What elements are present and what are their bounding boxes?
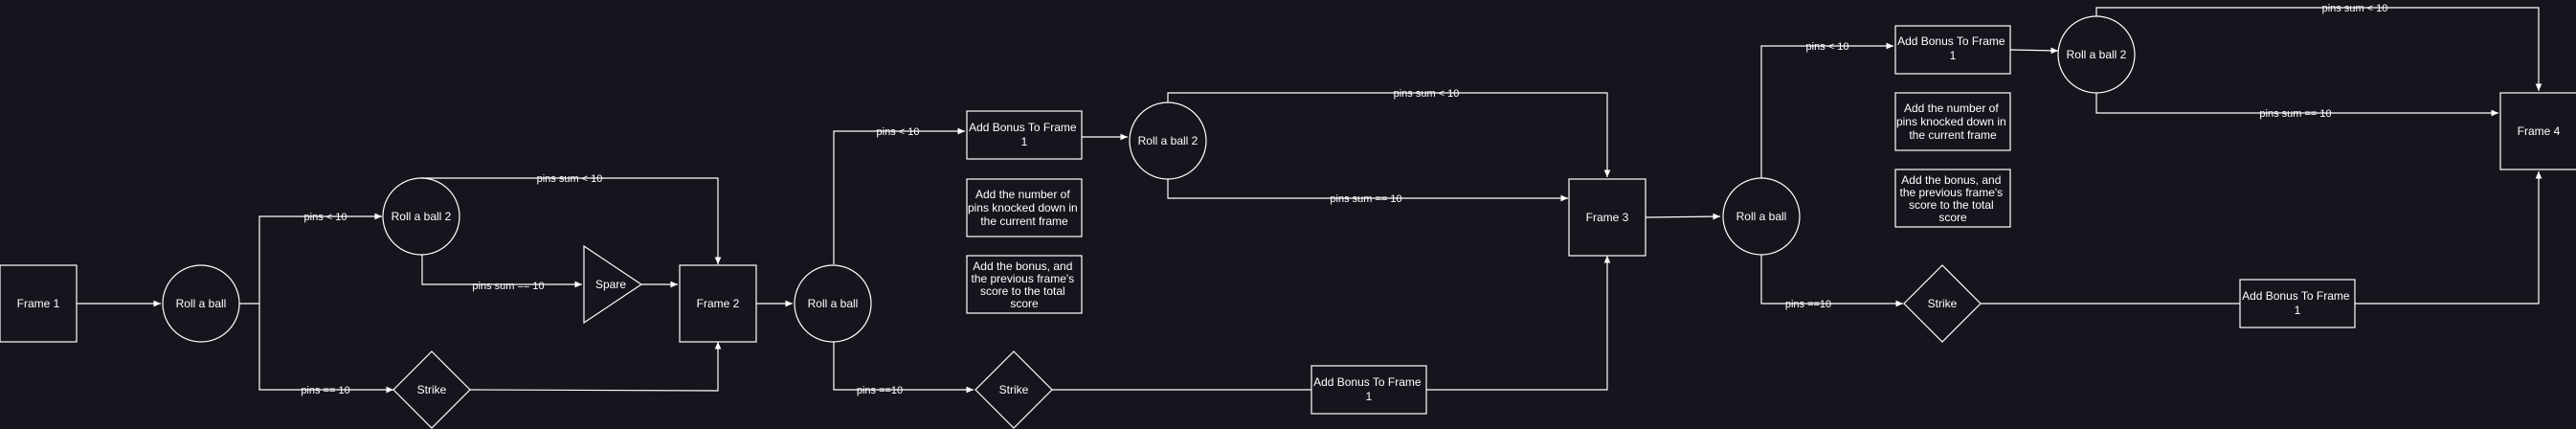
- add-pins-line: pins knocked down in: [968, 201, 1078, 214]
- add-bonus-text: Add Bonus To Frame 1: [1313, 375, 1424, 403]
- add-total-text: Add the bonus, and the previous frame's …: [971, 260, 1077, 310]
- edge-label: pins sum == 10: [2259, 108, 2331, 120]
- edge-roll1b-sum-lt10: [421, 177, 722, 264]
- edge-frame3-roll3: [1645, 213, 1721, 220]
- frame-1-label: Frame 1: [17, 297, 60, 310]
- roll-ball-2-circle[interactable]: [382, 177, 460, 256]
- frame-4-label: Frame 4: [2518, 124, 2561, 138]
- edge-label: pins < 10: [1806, 41, 1849, 53]
- add-pins-line: Add the number of: [1904, 102, 1999, 115]
- roll-ball-2-circle[interactable]: [2057, 15, 2136, 94]
- add-pins-text: Add the number of pins knocked down in t…: [968, 188, 1081, 228]
- add-bonus-line: 1: [2295, 304, 2301, 317]
- frame-2-label: Frame 2: [697, 297, 740, 310]
- add-bonus-line: 1: [1950, 49, 1957, 62]
- edge-label: pins sum == 10: [472, 281, 544, 292]
- roll-ball-2-label: Roll a ball 2: [1138, 134, 1198, 147]
- edge-label: pins < 10: [304, 212, 347, 223]
- add-total-line: score to the total: [1909, 198, 1994, 212]
- edge-bonus-roll3b: [2009, 47, 2059, 55]
- add-pins-line: the current frame: [1909, 128, 1997, 142]
- add-total-line: the previous frame's: [971, 272, 1074, 285]
- add-bonus-line: Add Bonus To Frame: [969, 121, 1077, 134]
- edge-roll2b-sum-eq10: [1167, 178, 1568, 202]
- spare-triangle[interactable]: [583, 244, 643, 325]
- add-total-text: Add the bonus, and the previous frame's …: [1899, 173, 2005, 224]
- edge-roll3b-sum-lt10: [2095, 7, 2542, 91]
- edge-roll1b-sum-eq10: [421, 255, 582, 288]
- edge-bonus-frame3: [1426, 256, 1611, 391]
- add-bonus-line: Add Bonus To Frame: [1313, 375, 1422, 389]
- edge-bonus-frame4: [2355, 171, 2542, 305]
- add-pins-line: Add the number of: [975, 188, 1070, 201]
- roll-ball-label: Roll a ball: [1736, 210, 1787, 223]
- edge-roll3-eq10: [1760, 255, 1903, 307]
- add-bonus-line: Add Bonus To Frame: [1897, 34, 2005, 48]
- strike-diamond[interactable]: [1903, 264, 1982, 343]
- add-bonus-text: Add Bonus To Frame 1: [1897, 34, 2008, 62]
- add-pins-line: the current frame: [980, 214, 1068, 228]
- add-total-line: score: [1938, 211, 1967, 224]
- add-bonus-box[interactable]: [1310, 365, 1427, 415]
- edge-label: pins == 10: [301, 385, 349, 396]
- strike-label: Strike: [417, 383, 447, 396]
- spare-label: Spare: [595, 278, 626, 291]
- strike-label: Strike: [999, 383, 1029, 396]
- frame-3-box[interactable]: [1568, 178, 1646, 257]
- edge-roll1-lt10: [239, 213, 382, 305]
- roll-ball-label: Roll a ball: [176, 297, 227, 310]
- add-total-line: score: [1010, 297, 1039, 310]
- edge-label: pins ==10: [1785, 299, 1831, 310]
- add-bonus-line: Add Bonus To Frame: [2242, 289, 2350, 303]
- add-pins-box[interactable]: [966, 178, 1083, 237]
- edge-label: pins sum == 10: [1330, 193, 1401, 205]
- add-bonus-box[interactable]: [1894, 25, 2011, 75]
- edge-roll3b-sum-eq10: [2095, 92, 2498, 117]
- frame-3-label: Frame 3: [1586, 211, 1629, 224]
- strike-diamond[interactable]: [392, 350, 471, 429]
- edge-label: pins ==10: [857, 385, 903, 396]
- add-total-box[interactable]: [966, 255, 1083, 314]
- add-total-line: the previous frame's: [1899, 186, 2003, 199]
- edge-roll2-lt10: [833, 127, 965, 264]
- add-bonus-box[interactable]: [2239, 279, 2356, 328]
- roll-ball-2-label: Roll a ball 2: [2067, 48, 2127, 61]
- add-bonus-line: 1: [1366, 390, 1373, 403]
- edge-label: pins sum < 10: [537, 173, 603, 185]
- frame-4-box[interactable]: [2499, 92, 2576, 170]
- roll-ball-circle[interactable]: [794, 264, 872, 343]
- add-total-line: Add the bonus, and: [973, 260, 1072, 273]
- add-pins-text: Add the number of pins knocked down in t…: [1896, 102, 2009, 142]
- add-total-line: score to the total: [980, 284, 1065, 298]
- edge-roll3-lt10: [1760, 42, 1893, 178]
- roll-ball-2-label: Roll a ball 2: [392, 210, 452, 223]
- roll-ball-circle[interactable]: [162, 264, 240, 343]
- edge-strike1-frame2: [469, 342, 722, 392]
- add-total-line: Add the bonus, and: [1901, 173, 2001, 187]
- add-total-box[interactable]: [1894, 169, 2011, 228]
- add-pins-line: pins knocked down in: [1896, 115, 2006, 128]
- edge-roll2-eq10: [833, 342, 974, 394]
- add-bonus-text: Add Bonus To Frame 1: [2242, 289, 2353, 317]
- edge-roll1-eq10: [258, 304, 393, 394]
- roll-ball-circle[interactable]: [1722, 177, 1801, 256]
- edge-label: pins sum < 10: [2322, 3, 2388, 14]
- strike-label: Strike: [1928, 297, 1958, 310]
- roll-ball-label: Roll a ball: [808, 297, 859, 310]
- edge-label: pins sum < 10: [1394, 88, 1460, 100]
- add-bonus-line: 1: [1021, 135, 1028, 148]
- strike-diamond[interactable]: [974, 350, 1053, 429]
- edge-label: pins < 10: [877, 126, 920, 138]
- roll-ball-2-circle[interactable]: [1129, 102, 1207, 180]
- add-pins-box[interactable]: [1894, 92, 2011, 151]
- frame-1-box[interactable]: [0, 264, 78, 343]
- add-bonus-box[interactable]: [966, 110, 1083, 160]
- frame-2-box[interactable]: [679, 264, 757, 343]
- add-bonus-text: Add Bonus To Frame 1: [969, 121, 1080, 148]
- edge-roll2b-sum-lt10: [1167, 92, 1611, 177]
